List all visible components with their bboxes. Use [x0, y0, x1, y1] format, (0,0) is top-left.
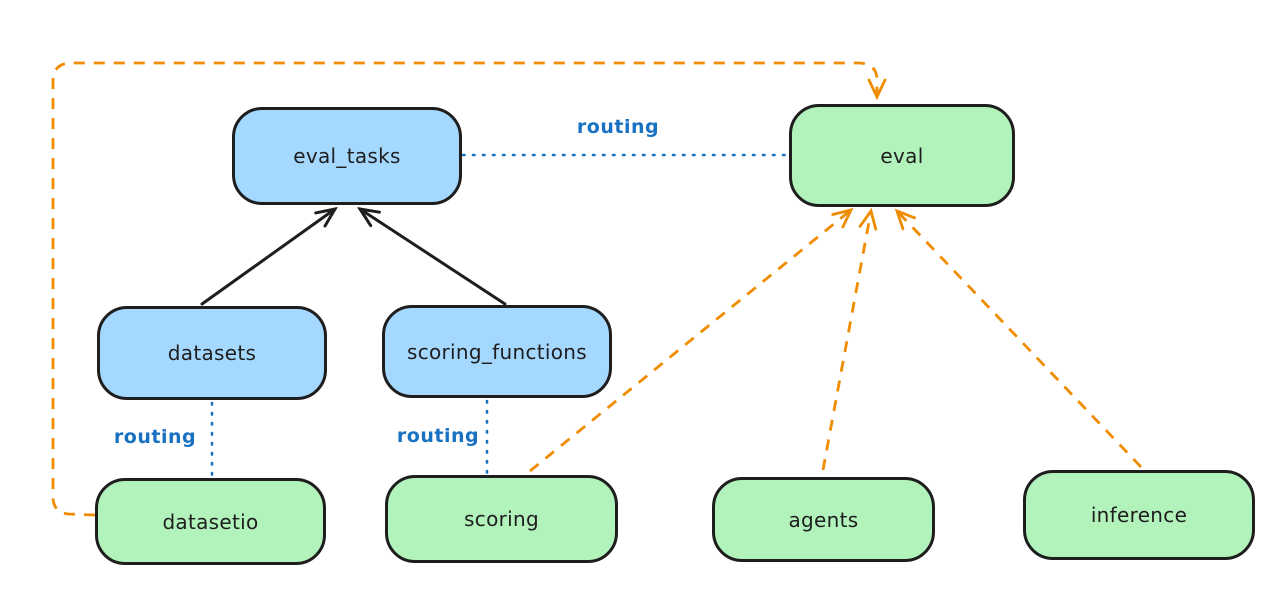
node-label: datasets — [167, 341, 257, 365]
node-label: eval — [880, 143, 924, 168]
edge-datasetio-to-eval — [51, 61, 877, 517]
node-datasets: datasets — [97, 306, 327, 400]
node-label: inference — [1090, 503, 1188, 527]
edge-agents-to-eval — [821, 211, 871, 471]
node-agents: agents — [712, 477, 935, 562]
node-label: agents — [788, 507, 859, 532]
edge-datasets-to-eval-tasks — [200, 209, 335, 306]
node-scoring-functions: scoring_functions — [382, 305, 612, 398]
edge-inference-to-eval — [897, 211, 1143, 468]
node-scoring: scoring — [385, 475, 618, 563]
edge-scoring-to-eval — [529, 210, 851, 473]
edge-label-routing-eval-tasks-eval: routing — [576, 116, 660, 138]
node-label: scoring_functions — [406, 339, 588, 364]
node-datasetio: datasetio — [95, 478, 326, 565]
node-label: scoring — [464, 507, 539, 531]
node-label: datasetio — [162, 509, 259, 534]
edge-scoring-functions-to-eval-tasks — [360, 209, 507, 306]
node-eval: eval — [789, 104, 1015, 207]
node-inference: inference — [1023, 470, 1255, 560]
node-eval-tasks: eval_tasks — [232, 107, 462, 205]
edge-label-routing-scoring-functions-scoring: routing — [396, 425, 480, 447]
node-label: eval_tasks — [293, 144, 401, 168]
edge-label-routing-datasets-datasetio: routing — [113, 426, 197, 448]
